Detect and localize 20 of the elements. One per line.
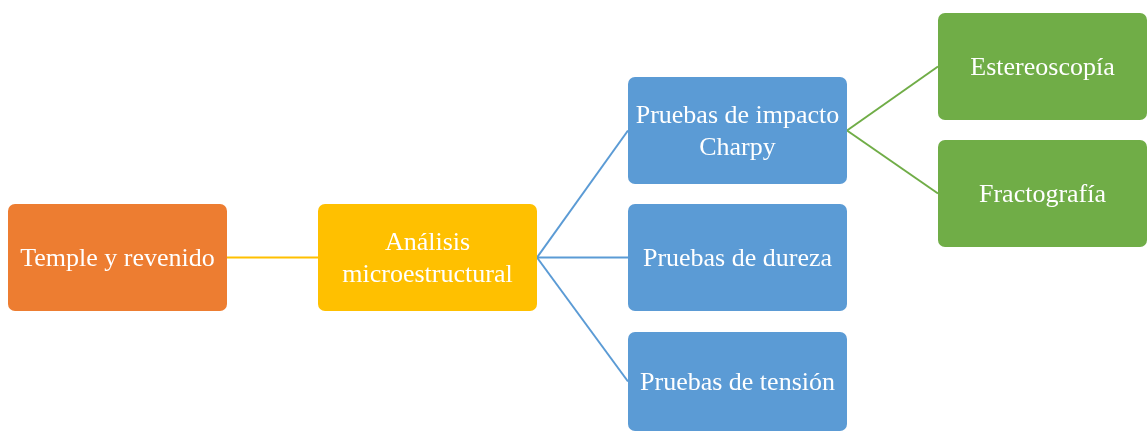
process-box (318, 204, 537, 311)
process-box (628, 77, 847, 184)
box-label: Pruebas de impacto Charpy (634, 99, 841, 162)
box-label: Fractografía (978, 177, 1106, 210)
process-box (628, 204, 847, 311)
process-box (8, 204, 227, 311)
connector-line (536, 129, 629, 259)
process-box (938, 13, 1147, 120)
box-label: Pruebas de tensión (640, 365, 835, 398)
process-box (628, 332, 847, 431)
box-label: Temple y revenido (20, 241, 215, 274)
box-label: Estereoscopía (970, 50, 1115, 83)
connector-line (226, 256, 319, 259)
connector-line (536, 256, 629, 259)
connector-line (536, 256, 629, 383)
process-box (938, 140, 1147, 247)
box-label: Análisis microestructural (341, 226, 514, 289)
connector-line (846, 129, 939, 195)
box-label: Pruebas de dureza (642, 241, 833, 274)
connector-line (846, 65, 939, 132)
